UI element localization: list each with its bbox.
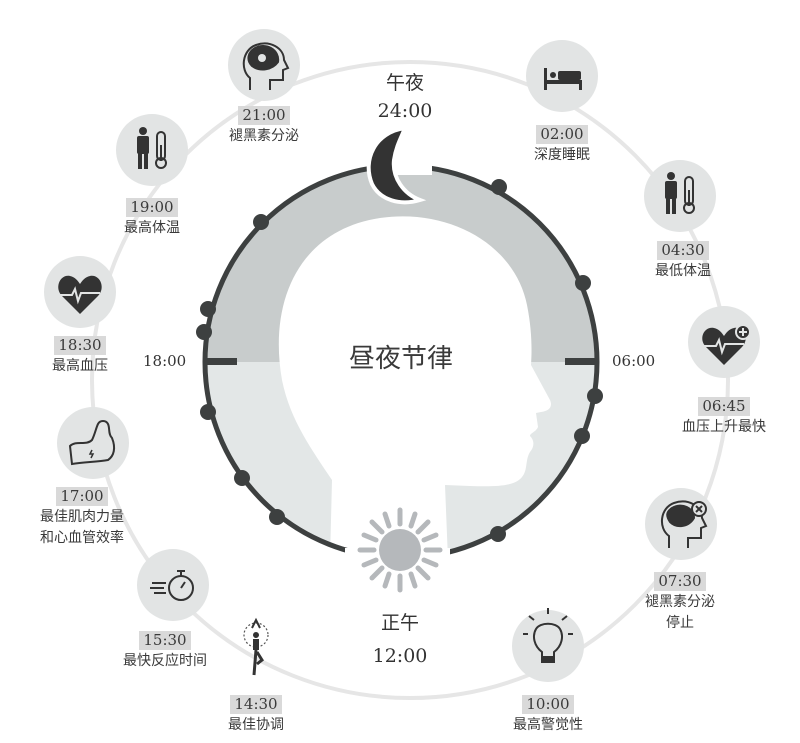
- event-desc: 最佳协调: [228, 717, 284, 733]
- event-time: 17:00: [56, 487, 108, 506]
- person-thermometer-icon: [137, 127, 167, 169]
- event-label: 10:00 最高警觉性: [513, 694, 583, 735]
- axis-label-18: 18:00: [143, 352, 187, 370]
- event-label: 18:30 最高血压: [52, 335, 108, 376]
- event-time: 10:00: [522, 695, 574, 714]
- tick-06: [565, 358, 597, 365]
- event-time: 07:30: [654, 572, 706, 591]
- heart-pulse-icon: [58, 275, 102, 314]
- sun-icon: [357, 507, 443, 593]
- event-desc: 最佳肌肉力量: [40, 509, 124, 525]
- brain-moon-icon: [242, 42, 290, 90]
- tick-18: [205, 358, 237, 365]
- event-desc-line2: 停止: [666, 614, 694, 631]
- midnight-label: 午夜: [385, 72, 425, 94]
- axis-label-06: 06:00: [612, 352, 656, 370]
- outer-orbit: [90, 60, 730, 700]
- event-desc: 褪黑素分泌: [229, 128, 299, 144]
- event-time: 18:30: [54, 336, 106, 355]
- bed-icon: [544, 68, 582, 90]
- event-time: 02:00: [536, 125, 588, 144]
- event-label: 06:45 血压上升最快: [682, 396, 766, 437]
- event-label: 07:30 褪黑素分泌 停止: [645, 571, 715, 632]
- event-desc: 最高血压: [52, 358, 108, 374]
- moon-icon: [366, 125, 427, 205]
- muscle-icon: [68, 420, 116, 466]
- event-desc: 深度睡眠: [534, 147, 590, 163]
- event-dots: [196, 179, 603, 542]
- yoga-pose-icon: [243, 617, 269, 676]
- page-title: 昼夜节律: [348, 344, 454, 374]
- midnight-time: 24:00: [377, 100, 433, 122]
- event-time: 15:30: [139, 631, 191, 650]
- event-desc: 最快反应时间: [123, 653, 207, 669]
- heart-plus-icon: [702, 324, 751, 365]
- noon-time: 12:00: [372, 645, 428, 667]
- event-label: 02:00 深度睡眠: [534, 124, 590, 165]
- lightbulb-icon: [523, 608, 573, 663]
- event-desc: 血压上升最快: [682, 419, 766, 435]
- brain-moon-x-icon: [661, 500, 708, 548]
- event-time: 04:30: [657, 241, 709, 260]
- event-label: 15:30 最快反应时间: [123, 630, 207, 671]
- event-label: 14:30 最佳协调: [228, 694, 284, 735]
- noon-label: 正午: [380, 612, 420, 634]
- person-thermometer-icon: [665, 172, 695, 214]
- event-label: 21:00 褪黑素分泌: [229, 105, 299, 146]
- event-desc: 最高警觉性: [513, 717, 583, 733]
- event-desc: 最高体温: [124, 220, 180, 236]
- event-time: 06:45: [698, 397, 750, 416]
- event-desc-line2: 和心血管效率: [40, 529, 124, 546]
- stopwatch-icon: [150, 570, 194, 601]
- event-label: 04:30 最低体温: [655, 240, 711, 281]
- event-desc: 褪黑素分泌: [645, 594, 715, 610]
- event-time: 19:00: [126, 198, 178, 217]
- event-time: 14:30: [230, 695, 282, 714]
- head-silhouette: [278, 216, 551, 558]
- event-desc: 最低体温: [655, 263, 711, 279]
- event-label: 17:00 最佳肌肉力量 和心血管效率: [40, 486, 124, 547]
- event-label: 19:00 最高体温: [124, 197, 180, 238]
- event-time: 21:00: [238, 106, 290, 125]
